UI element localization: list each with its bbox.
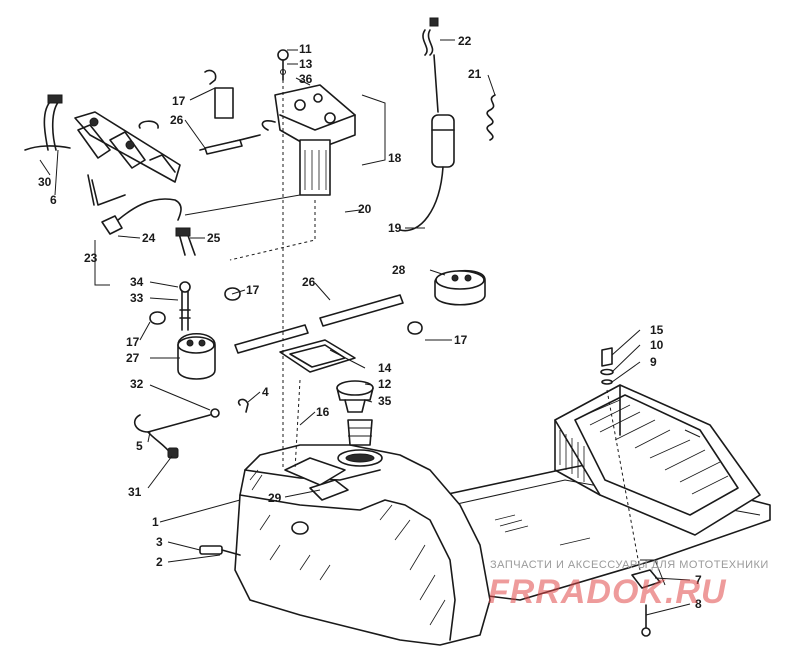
callout-13: 13 [299, 57, 313, 71]
filler-cap-assembly [279, 339, 374, 446]
leader-lines [39, 39, 691, 616]
callout-34: 34 [130, 275, 144, 289]
callout-labels: 11 13 36 22 21 17 26 18 20 19 30 6 24 25… [38, 34, 702, 611]
vent-hose [133, 398, 249, 459]
callout-24: 24 [142, 231, 156, 245]
callout-17: 17 [126, 335, 140, 349]
wiring-harness [94, 194, 301, 286]
callout-35: 35 [378, 394, 392, 408]
callout-9: 9 [650, 355, 657, 369]
fuel-pump-bracket [261, 49, 386, 196]
callout-6: 6 [50, 193, 57, 207]
watermark-caption: ЗАПЧАСТИ И АКСЕССУАРЫ ДЛЯ МОТОТЕХНИКИ [490, 559, 769, 571]
watermark-brand: FRRADOK.RU [488, 573, 727, 611]
watermark: ЗАПЧАСТИ И АКСЕССУАРЫ ДЛЯ МОТОТЕХНИКИ FR… [488, 559, 769, 611]
callout-33: 33 [130, 291, 144, 305]
callout-14: 14 [378, 361, 392, 375]
callout-10: 10 [650, 338, 664, 352]
callout-30: 30 [38, 175, 52, 189]
callout-1: 1 [152, 515, 159, 529]
callout-17: 17 [454, 333, 468, 347]
callout-17: 17 [246, 283, 260, 297]
seat-base-box [554, 384, 761, 536]
callout-8: 8 [695, 597, 702, 611]
fuel-tank [199, 444, 491, 646]
callout-3: 3 [156, 535, 163, 549]
callout-17: 17 [172, 94, 186, 108]
callout-27: 27 [126, 351, 140, 365]
fuel-rail [24, 69, 261, 206]
callout-2: 2 [156, 555, 163, 569]
mount-hardware [600, 347, 661, 637]
fuel-level-sender [149, 269, 486, 380]
callout-7: 7 [695, 573, 702, 587]
callout-31: 31 [128, 485, 142, 499]
callout-22: 22 [458, 34, 472, 48]
callout-5: 5 [136, 439, 143, 453]
callout-18: 18 [388, 151, 402, 165]
callout-23: 23 [84, 251, 98, 265]
callout-20: 20 [358, 202, 372, 216]
fuel-pump [399, 17, 496, 232]
callout-26: 26 [302, 275, 316, 289]
callout-11: 11 [299, 42, 312, 56]
callout-28: 28 [392, 263, 406, 277]
callout-12: 12 [378, 377, 392, 391]
callout-15: 15 [650, 323, 664, 337]
callout-36: 36 [299, 72, 313, 86]
callout-4: 4 [262, 385, 269, 399]
callout-26: 26 [170, 113, 184, 127]
callout-16: 16 [316, 405, 330, 419]
assembly-lines [229, 80, 641, 571]
callout-25: 25 [207, 231, 221, 245]
callout-29: 29 [268, 491, 282, 505]
callout-21: 21 [468, 67, 482, 81]
callout-19: 19 [388, 221, 402, 235]
callout-32: 32 [130, 377, 144, 391]
